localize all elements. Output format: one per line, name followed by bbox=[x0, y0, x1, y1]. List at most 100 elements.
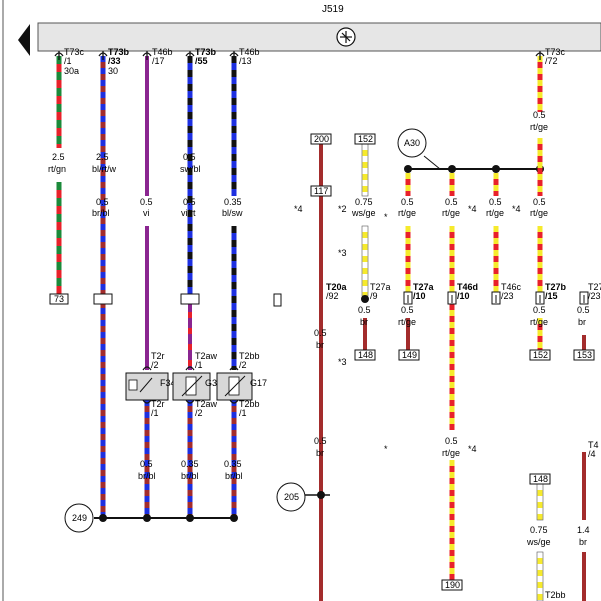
svg-text:148: 148 bbox=[533, 474, 548, 484]
svg-text:rt/ge: rt/ge bbox=[398, 208, 416, 218]
svg-text:G33: G33 bbox=[205, 378, 222, 388]
svg-text:vi: vi bbox=[143, 208, 150, 218]
svg-text:T27a: T27a bbox=[413, 282, 435, 292]
pin-receptacles-top bbox=[54, 51, 545, 60]
svg-text:*4: *4 bbox=[468, 444, 477, 454]
svg-text:0.5: 0.5 bbox=[140, 459, 153, 469]
svg-text:/1: /1 bbox=[195, 360, 203, 370]
svg-text:T27b: T27b bbox=[545, 282, 567, 292]
svg-text:117: 117 bbox=[314, 186, 328, 196]
svg-text:153: 153 bbox=[577, 350, 592, 360]
pin5-pin: /13 bbox=[239, 56, 252, 66]
pin2-term: 30 bbox=[108, 66, 118, 76]
mid-connectors: T20a /92 T27a /9 T27a /10 T46d /10 T46c … bbox=[326, 282, 601, 600]
svg-text:T27: T27 bbox=[588, 282, 601, 292]
svg-text:/23: /23 bbox=[588, 291, 601, 301]
svg-text:*3: *3 bbox=[338, 248, 347, 258]
svg-text:205: 205 bbox=[284, 492, 299, 502]
svg-text:0.5: 0.5 bbox=[96, 197, 109, 207]
svg-text:73: 73 bbox=[54, 294, 64, 304]
svg-text:*4: *4 bbox=[468, 204, 477, 214]
pin3-conn: T46b bbox=[152, 47, 173, 57]
svg-text:*3: *3 bbox=[338, 357, 347, 367]
svg-text:/1: /1 bbox=[239, 408, 247, 418]
svg-text:0.35: 0.35 bbox=[181, 459, 199, 469]
pin1-term: 30a bbox=[64, 66, 79, 76]
svg-text:/2: /2 bbox=[195, 408, 203, 418]
svg-text:0.5: 0.5 bbox=[445, 197, 458, 207]
svg-text:*: * bbox=[384, 444, 388, 454]
svg-text:0.5: 0.5 bbox=[489, 197, 502, 207]
svg-text:2.5: 2.5 bbox=[52, 152, 65, 162]
svg-text:149: 149 bbox=[402, 350, 417, 360]
svg-text:152: 152 bbox=[533, 350, 548, 360]
wire-labels: 2.5 rt/gn 2.5 bl/rt/w 0.5 br/bl 0.5 vi 0… bbox=[48, 110, 590, 547]
page-back-arrow[interactable] bbox=[18, 24, 30, 56]
svg-text:0.5: 0.5 bbox=[140, 197, 153, 207]
control-unit-label: J519 bbox=[322, 4, 344, 15]
svg-text:br: br bbox=[579, 537, 587, 547]
svg-text:/1: /1 bbox=[151, 408, 159, 418]
pin6-conn: T73c bbox=[545, 47, 566, 57]
svg-text:0.75: 0.75 bbox=[530, 525, 548, 535]
svg-text:0.5: 0.5 bbox=[183, 152, 196, 162]
pin3-pin: /17 bbox=[152, 56, 165, 66]
svg-text:rt/ge: rt/ge bbox=[398, 317, 416, 327]
svg-text:1.4: 1.4 bbox=[577, 525, 590, 535]
svg-text:0.5: 0.5 bbox=[401, 305, 414, 315]
svg-text:br/bl: br/bl bbox=[138, 471, 156, 481]
svg-text:F34: F34 bbox=[160, 378, 176, 388]
svg-text:/9: /9 bbox=[370, 291, 378, 301]
svg-text:148: 148 bbox=[358, 350, 373, 360]
svg-text:0.5: 0.5 bbox=[533, 305, 546, 315]
svg-text:200: 200 bbox=[314, 134, 329, 144]
svg-text:0.75: 0.75 bbox=[355, 197, 373, 207]
svg-text:T20a: T20a bbox=[326, 282, 348, 292]
svg-text:br: br bbox=[316, 448, 324, 458]
svg-text:T2bb: T2bb bbox=[239, 351, 260, 361]
wire-br-bl-lower bbox=[144, 400, 237, 518]
svg-text:/23: /23 bbox=[501, 291, 514, 301]
svg-text:249: 249 bbox=[72, 513, 87, 523]
svg-text:rt/ge: rt/ge bbox=[530, 208, 548, 218]
svg-text:ws/ge: ws/ge bbox=[526, 537, 551, 547]
pin1-pin: /1 bbox=[64, 56, 72, 66]
svg-text:A30: A30 bbox=[404, 138, 420, 148]
svg-text:/2: /2 bbox=[239, 360, 247, 370]
svg-text:0.5: 0.5 bbox=[183, 197, 196, 207]
component-g33: G33 T2aw /1 T2aw /2 bbox=[172, 351, 222, 418]
svg-text:190: 190 bbox=[445, 580, 460, 590]
svg-text:br: br bbox=[360, 317, 368, 327]
svg-text:G17: G17 bbox=[250, 378, 267, 388]
svg-text:*2: *2 bbox=[338, 204, 347, 214]
svg-text:/10: /10 bbox=[457, 291, 470, 301]
svg-text:sw/bl: sw/bl bbox=[180, 164, 201, 174]
svg-text:rt/ge: rt/ge bbox=[442, 208, 460, 218]
svg-text:rt/ge: rt/ge bbox=[486, 208, 504, 218]
svg-text:/10: /10 bbox=[413, 291, 426, 301]
pin6-pin: /72 bbox=[545, 56, 558, 66]
svg-text:br/bl: br/bl bbox=[92, 208, 110, 218]
pin4-conn: T73b bbox=[195, 47, 217, 57]
svg-text:rt/ge: rt/ge bbox=[530, 122, 548, 132]
svg-text:ws/ge: ws/ge bbox=[351, 208, 376, 218]
svg-text:0.5: 0.5 bbox=[533, 197, 546, 207]
svg-text:T4: T4 bbox=[588, 440, 599, 450]
svg-text:0.5: 0.5 bbox=[577, 305, 590, 315]
svg-text:rt/gn: rt/gn bbox=[48, 164, 66, 174]
component-f34: F34 T2r /2 T2r /1 bbox=[125, 351, 176, 418]
svg-text:0.5: 0.5 bbox=[445, 436, 458, 446]
pin2-conn: T73b bbox=[108, 47, 130, 57]
svg-text:br: br bbox=[578, 317, 586, 327]
pin1-conn: T73c bbox=[64, 47, 85, 57]
pin4-pin: /55 bbox=[195, 56, 208, 66]
svg-text:0.35: 0.35 bbox=[224, 197, 242, 207]
svg-text:0.5: 0.5 bbox=[314, 436, 327, 446]
pin5-conn: T46b bbox=[239, 47, 260, 57]
svg-text:T2r: T2r bbox=[151, 399, 165, 409]
svg-text:/15: /15 bbox=[545, 291, 558, 301]
ground-symbol-icon bbox=[336, 27, 356, 47]
svg-text:rt/ge: rt/ge bbox=[442, 448, 460, 458]
svg-text:/92: /92 bbox=[326, 291, 339, 301]
